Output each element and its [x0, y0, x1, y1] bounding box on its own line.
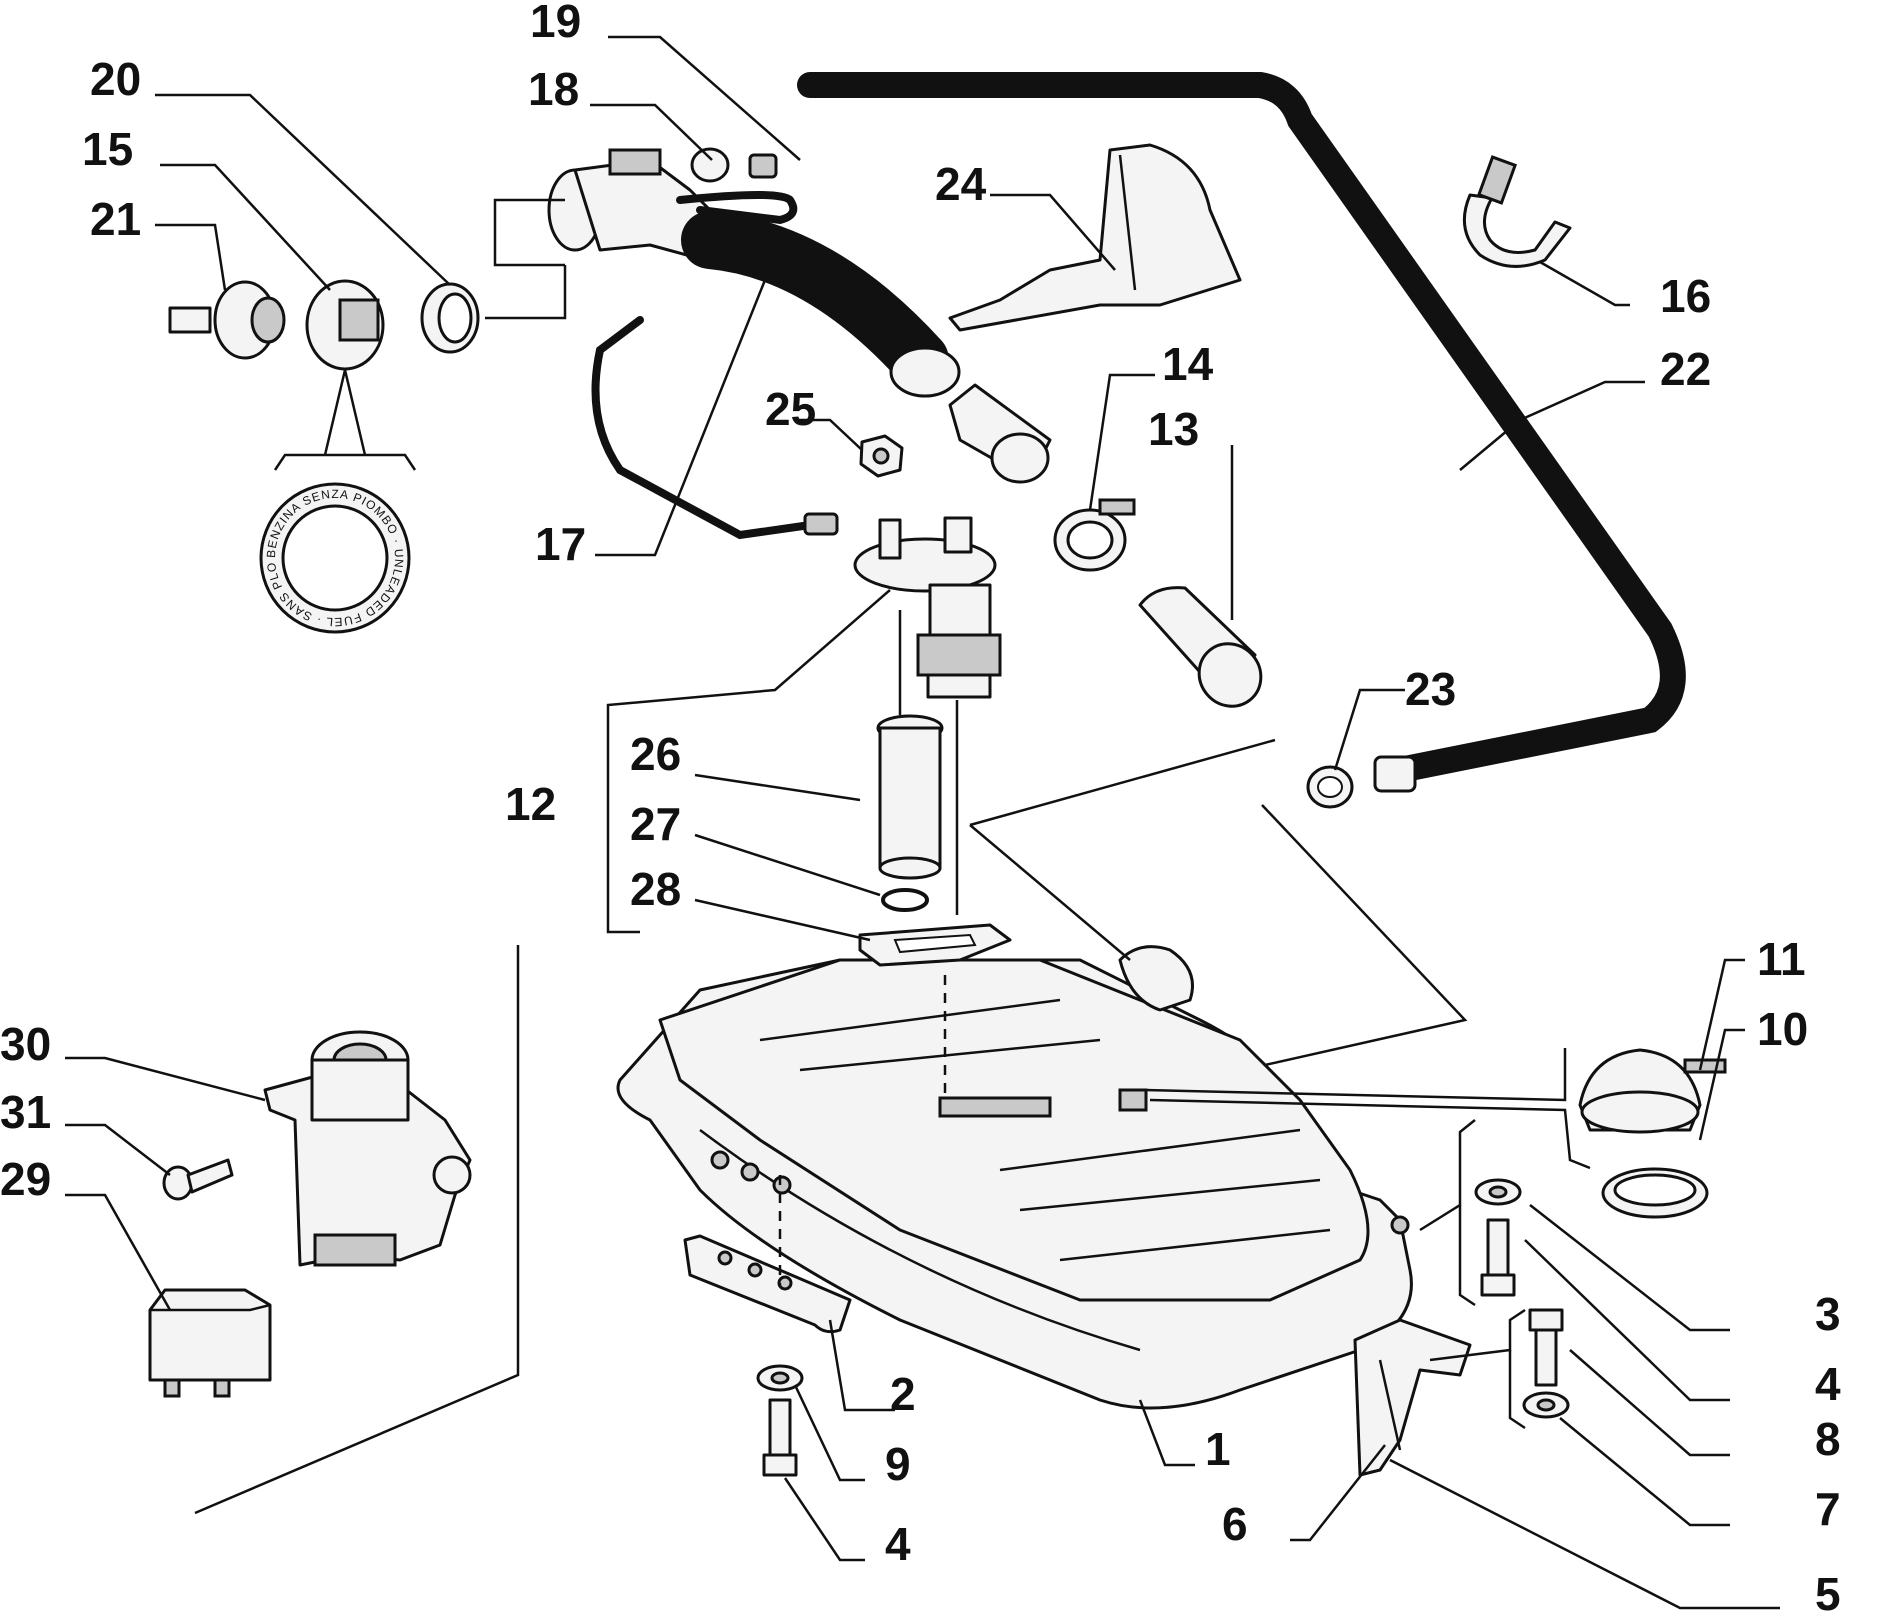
- pipe-clip-small: [690, 147, 778, 183]
- callout-13: 13: [1148, 403, 1199, 455]
- callout-25: 25: [765, 383, 816, 435]
- callout-6: 6: [1222, 1498, 1248, 1550]
- cap-ring-to-neck-guide: [485, 198, 567, 320]
- o-ring: [881, 888, 929, 912]
- relay-section-divider: [194, 945, 520, 1515]
- fuel-pump-sender-unit: [853, 516, 1002, 699]
- filler-hose-boot: [948, 383, 1052, 484]
- callout-22: 22: [1660, 343, 1711, 395]
- callout-30: 30: [0, 1018, 51, 1070]
- filler-cap: [168, 280, 286, 360]
- fuel-tank: [616, 945, 1413, 1410]
- callout-10: 10: [1757, 1003, 1808, 1055]
- callout-20: 20: [90, 53, 141, 105]
- callout-21: 21: [90, 193, 141, 245]
- tank-strap: [683, 1234, 852, 1334]
- callout-8: 8: [1815, 1413, 1841, 1465]
- hose-clamp-small: [1306, 765, 1354, 809]
- callout-26: 26: [630, 728, 681, 780]
- callout-31: 31: [0, 1086, 51, 1138]
- callout-23: 23: [1405, 663, 1456, 715]
- callout-19: 19: [530, 0, 581, 47]
- cap-ring: [420, 282, 480, 354]
- callout-17: 17: [535, 518, 586, 570]
- relay-holder: [263, 1030, 472, 1267]
- callout-12: 12: [505, 778, 556, 830]
- callout-27: 27: [630, 798, 681, 850]
- cap-housing: [305, 279, 385, 371]
- callout-5: 5: [1815, 1568, 1841, 1613]
- callout-29: 29: [0, 1153, 51, 1205]
- callout-leaders: [65, 35, 1780, 1610]
- callout-28: 28: [630, 863, 681, 915]
- callout-14: 14: [1162, 338, 1214, 390]
- tank-cap: [1578, 1048, 1727, 1134]
- callout-11: 11: [1757, 933, 1806, 985]
- filter-sleeve: [876, 714, 944, 880]
- callout-3: 3: [1815, 1288, 1841, 1340]
- filler-support-bracket: [948, 143, 1242, 332]
- sender-gasket: [858, 923, 1012, 967]
- guide-lines: [969, 738, 1591, 1430]
- bolt-washer-set-left: [756, 1364, 804, 1477]
- callout-4-left: 4: [885, 1518, 911, 1570]
- bolt-washer-set-right: [1474, 1178, 1570, 1419]
- callout-24: 24: [935, 158, 987, 210]
- hose-clamp-large: [1053, 498, 1136, 572]
- callout-2: 2: [890, 1368, 916, 1420]
- callout-15: 15: [82, 123, 133, 175]
- filler-hose: [681, 211, 961, 398]
- breather-pipe: [591, 191, 839, 540]
- filler-pipe-sleeve: [1138, 586, 1263, 708]
- callout-7: 7: [1815, 1483, 1841, 1535]
- callout-4-right: 4: [1815, 1358, 1841, 1410]
- cap-gasket: [1601, 1167, 1709, 1219]
- callout-16: 16: [1660, 270, 1711, 322]
- tank-bracket: [1353, 1318, 1472, 1477]
- corrugated-vent-hose: [797, 72, 1686, 793]
- callout-labels: 1 2 3 4 4 5 6 7 8 9 10 11 12 13 14 15 16…: [0, 0, 1841, 1613]
- hose-clip: [1462, 155, 1572, 268]
- callout-9: 9: [885, 1438, 911, 1490]
- callout-18: 18: [528, 63, 579, 115]
- nut: [859, 434, 904, 478]
- relay: [148, 1288, 272, 1398]
- relay-bolt: [162, 1158, 234, 1201]
- callout-1: 1: [1205, 1423, 1231, 1475]
